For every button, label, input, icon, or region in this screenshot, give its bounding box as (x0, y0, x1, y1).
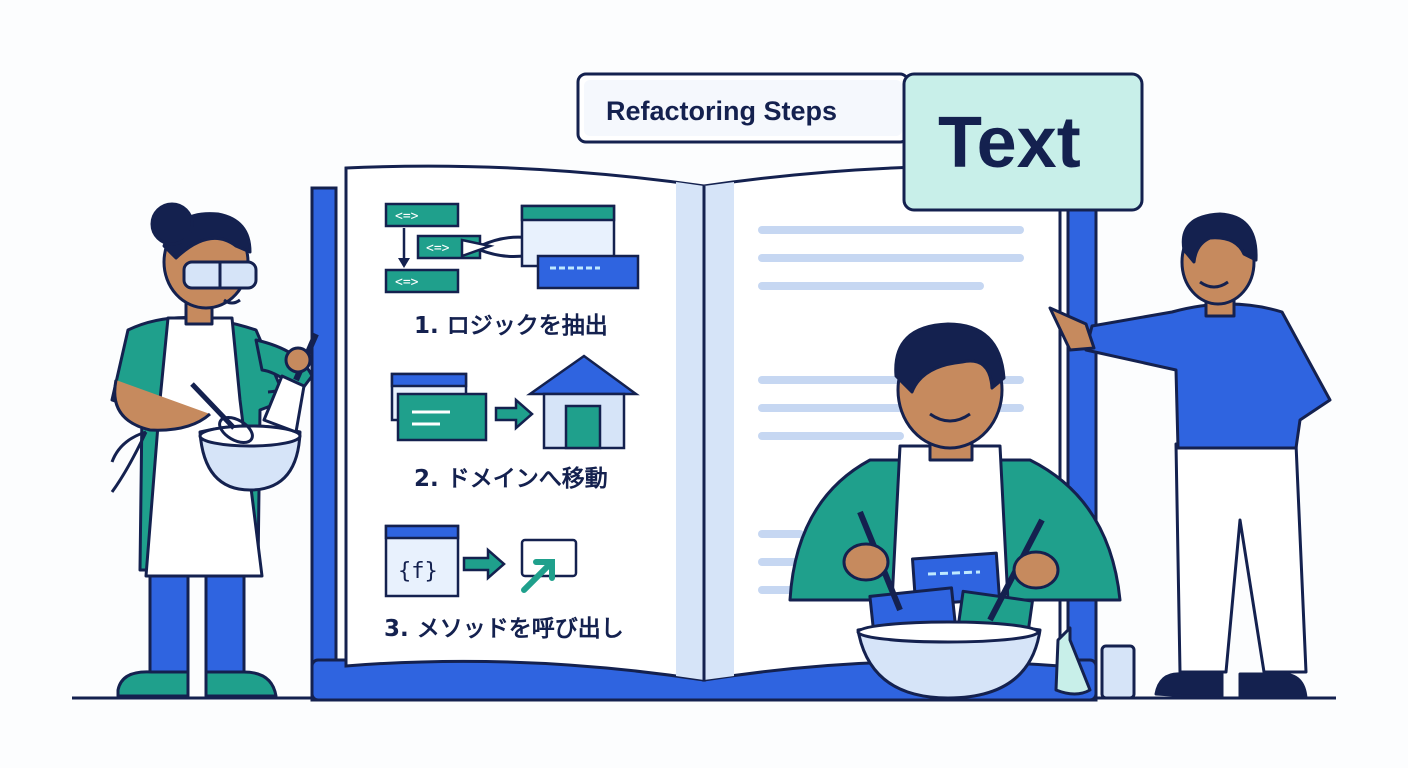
step-1-label: 1. ロジックを抽出 (414, 313, 608, 339)
call-method-icon: {f} (384, 524, 578, 598)
man-cooking (788, 322, 1136, 700)
tag-glyph: <=> (395, 209, 419, 224)
woman-chef (110, 202, 319, 698)
extract-logic-icon: <=> <=> <=> (384, 202, 640, 294)
svg-text:<=>: <=> (426, 241, 450, 256)
step-2-label: 2. ドメインへ移動 (414, 466, 608, 492)
text-tag: Text (902, 72, 1144, 212)
move-to-domain-icon (390, 354, 640, 450)
svg-text:<=>: <=> (395, 275, 419, 290)
book-right-page-shade (704, 182, 734, 680)
step-3-label: 3. メソッドを呼び出し (384, 616, 624, 642)
function-glyph: {f} (398, 559, 438, 584)
title-label: Refactoring Steps (606, 96, 837, 126)
man-pointing (1048, 212, 1332, 700)
book-left-page-shade (676, 182, 704, 680)
title-bar: Refactoring Steps (576, 72, 910, 144)
text-tag-label: Text (938, 103, 1081, 183)
